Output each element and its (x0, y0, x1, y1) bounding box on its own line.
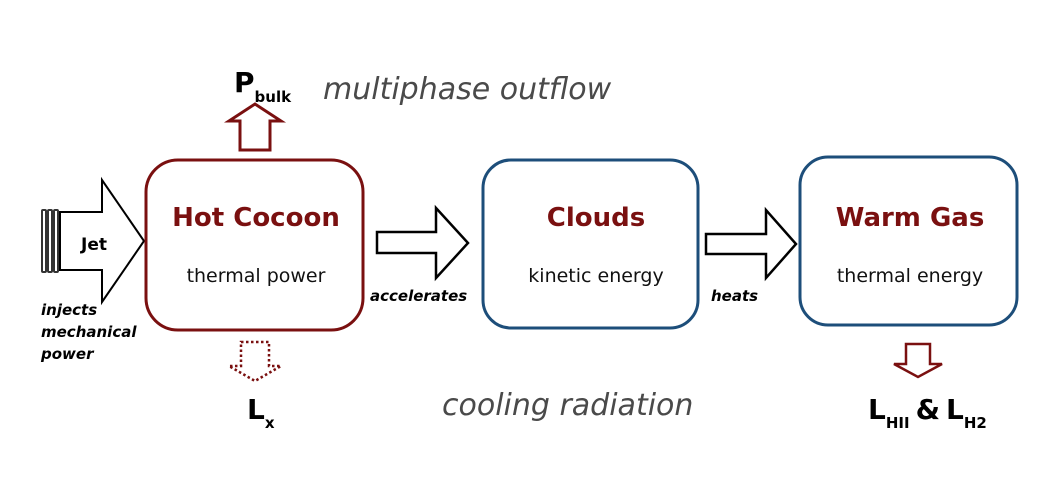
l-hii-subscript: HII (886, 414, 910, 432)
hot-cocoon-subtitle: thermal power (187, 265, 326, 287)
p-bulk-subscript: bulk (255, 88, 293, 106)
l-x-main: L (247, 393, 265, 426)
jet-note-line-1: injects (41, 301, 97, 319)
l-h2-main: L (946, 393, 964, 426)
jet-note: injects mechanical power (40, 301, 137, 363)
warm-gas-down-arrow (893, 342, 943, 379)
jet-arrow (59, 176, 146, 306)
multiphase-outflow-caption: multiphase outflow (323, 72, 612, 107)
hot-cocoon-box (144, 158, 365, 332)
warm-gas-box (798, 155, 1019, 327)
hot-cocoon-title: Hot Cocoon (172, 203, 340, 233)
clouds-subtitle: kinetic energy (528, 265, 663, 287)
edge-label-heats: heats (711, 287, 758, 305)
l-x-subscript: x (265, 414, 275, 432)
l-x-symbol: Lx (247, 393, 275, 432)
cooling-down-arrow (224, 340, 286, 383)
p-bulk-symbol: Pbulk (234, 66, 292, 106)
arrow-accelerates (375, 204, 470, 282)
edge-label-accelerates: accelerates (370, 287, 467, 305)
p-bulk-main: P (234, 66, 255, 99)
jet-note-line-3: power (40, 345, 95, 363)
jet-stripes (41, 209, 59, 273)
warm-gas-title: Warm Gas (836, 203, 985, 233)
clouds-box (481, 158, 700, 330)
warm-gas-subtitle: thermal energy (837, 265, 983, 287)
arrow-heats (704, 206, 798, 282)
outflow-up-arrow (223, 102, 287, 152)
jet-note-line-2: mechanical (41, 323, 137, 341)
ampersand: & (916, 393, 940, 426)
cooling-radiation-caption: cooling radiation (442, 388, 693, 423)
jet-label: Jet (80, 235, 107, 255)
clouds-title: Clouds (547, 203, 645, 233)
l-hii-h2-symbol: LHII&LH2 (868, 393, 987, 432)
l-hii-main: L (868, 393, 886, 426)
l-h2-subscript: H2 (964, 414, 987, 432)
